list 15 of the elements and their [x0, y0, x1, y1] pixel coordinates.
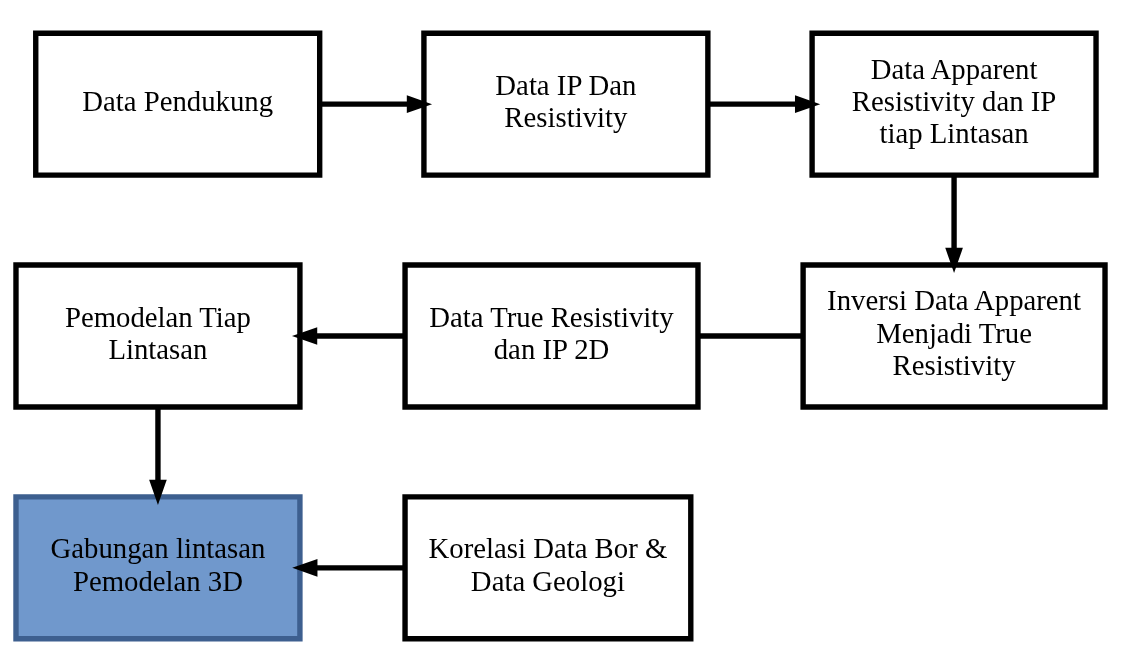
node-box: Data Apparent Resistivity dan IP tiap Lintasan — [809, 30, 1099, 178]
arrow — [149, 407, 167, 505]
arrow — [292, 559, 405, 577]
arrow — [708, 95, 821, 113]
node-box: Data IP Dan Resistivity — [421, 30, 711, 178]
node-box: Korelasi Data Bor & Data Geologi — [402, 494, 694, 642]
connector — [698, 333, 803, 339]
node-box: Pemodelan Tiap Lintasan — [13, 262, 303, 410]
arrow — [945, 175, 963, 274]
node-box: Data True Resistivity dan IP 2D — [402, 262, 701, 410]
node-box: Gabungan lintasan Pemodelan 3D — [13, 494, 303, 642]
arrow — [320, 95, 433, 113]
arrow — [292, 327, 405, 345]
node-box: Data Pendukung — [33, 30, 323, 178]
node-box: Inversi Data Apparent Menjadi True Resistivity — [800, 262, 1108, 410]
